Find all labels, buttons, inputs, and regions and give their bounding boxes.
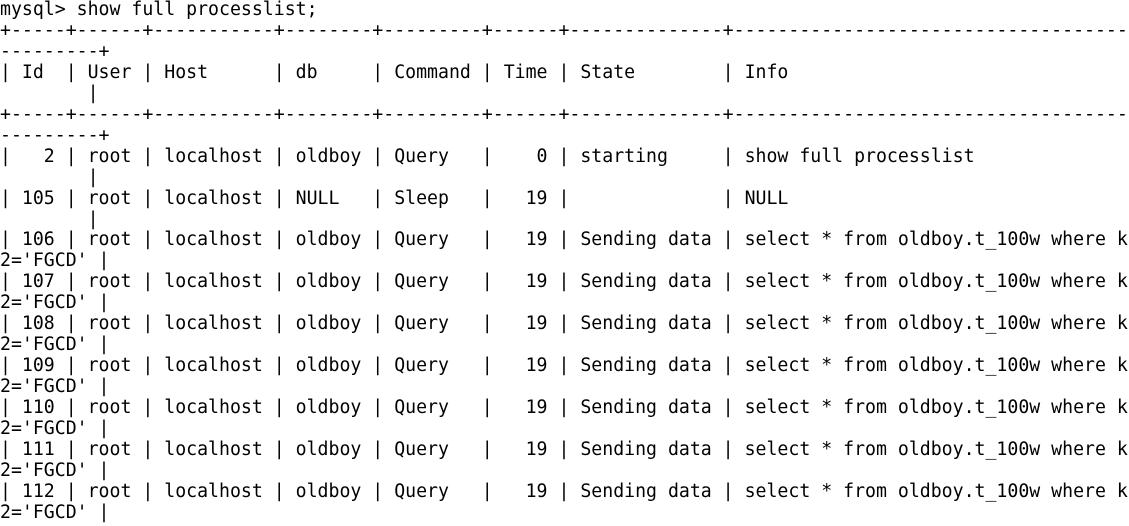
table-row-wrap: 2='FGCD' | <box>0 334 110 356</box>
table-row-wrap: | <box>0 166 99 188</box>
table-border-header: +-----+------+-----------+--------+-----… <box>0 103 1129 125</box>
table-row: | 110 | root | localhost | oldboy | Quer… <box>0 397 1128 419</box>
table-header-row-wrap: | <box>0 82 99 104</box>
table-row-wrap: 2='FGCD' | <box>0 459 110 481</box>
table-row: | 108 | root | localhost | oldboy | Quer… <box>0 313 1128 335</box>
table-row: | 107 | root | localhost | oldboy | Quer… <box>0 271 1128 293</box>
table-row-wrap: 2='FGCD' | <box>0 501 110 523</box>
table-row: | 112 | root | localhost | oldboy | Quer… <box>0 480 1128 502</box>
table-row: | 111 | root | localhost | oldboy | Quer… <box>0 439 1128 461</box>
table-row-wrap: | <box>0 208 99 230</box>
table-border-header-wrap: ---------+ <box>0 124 110 146</box>
table-border-top-wrap: ---------+ <box>0 40 110 62</box>
table-header-row: | Id | User | Host | db | Command | Time… <box>0 61 789 83</box>
table-row-wrap: 2='FGCD' | <box>0 418 110 440</box>
table-row-wrap: 2='FGCD' | <box>0 250 110 272</box>
table-row: | 2 | root | localhost | oldboy | Query … <box>0 145 975 167</box>
table-row: | 109 | root | localhost | oldboy | Quer… <box>0 355 1128 377</box>
table-row: | 105 | root | localhost | NULL | Sleep … <box>0 187 789 209</box>
table-row-wrap: 2='FGCD' | <box>0 376 110 398</box>
table-row: | 106 | root | localhost | oldboy | Quer… <box>0 229 1128 251</box>
table-border-top: +-----+------+-----------+--------+-----… <box>0 19 1129 41</box>
command-prompt-line: mysql> show full processlist; <box>0 0 318 20</box>
table-row-wrap: 2='FGCD' | <box>0 292 110 314</box>
